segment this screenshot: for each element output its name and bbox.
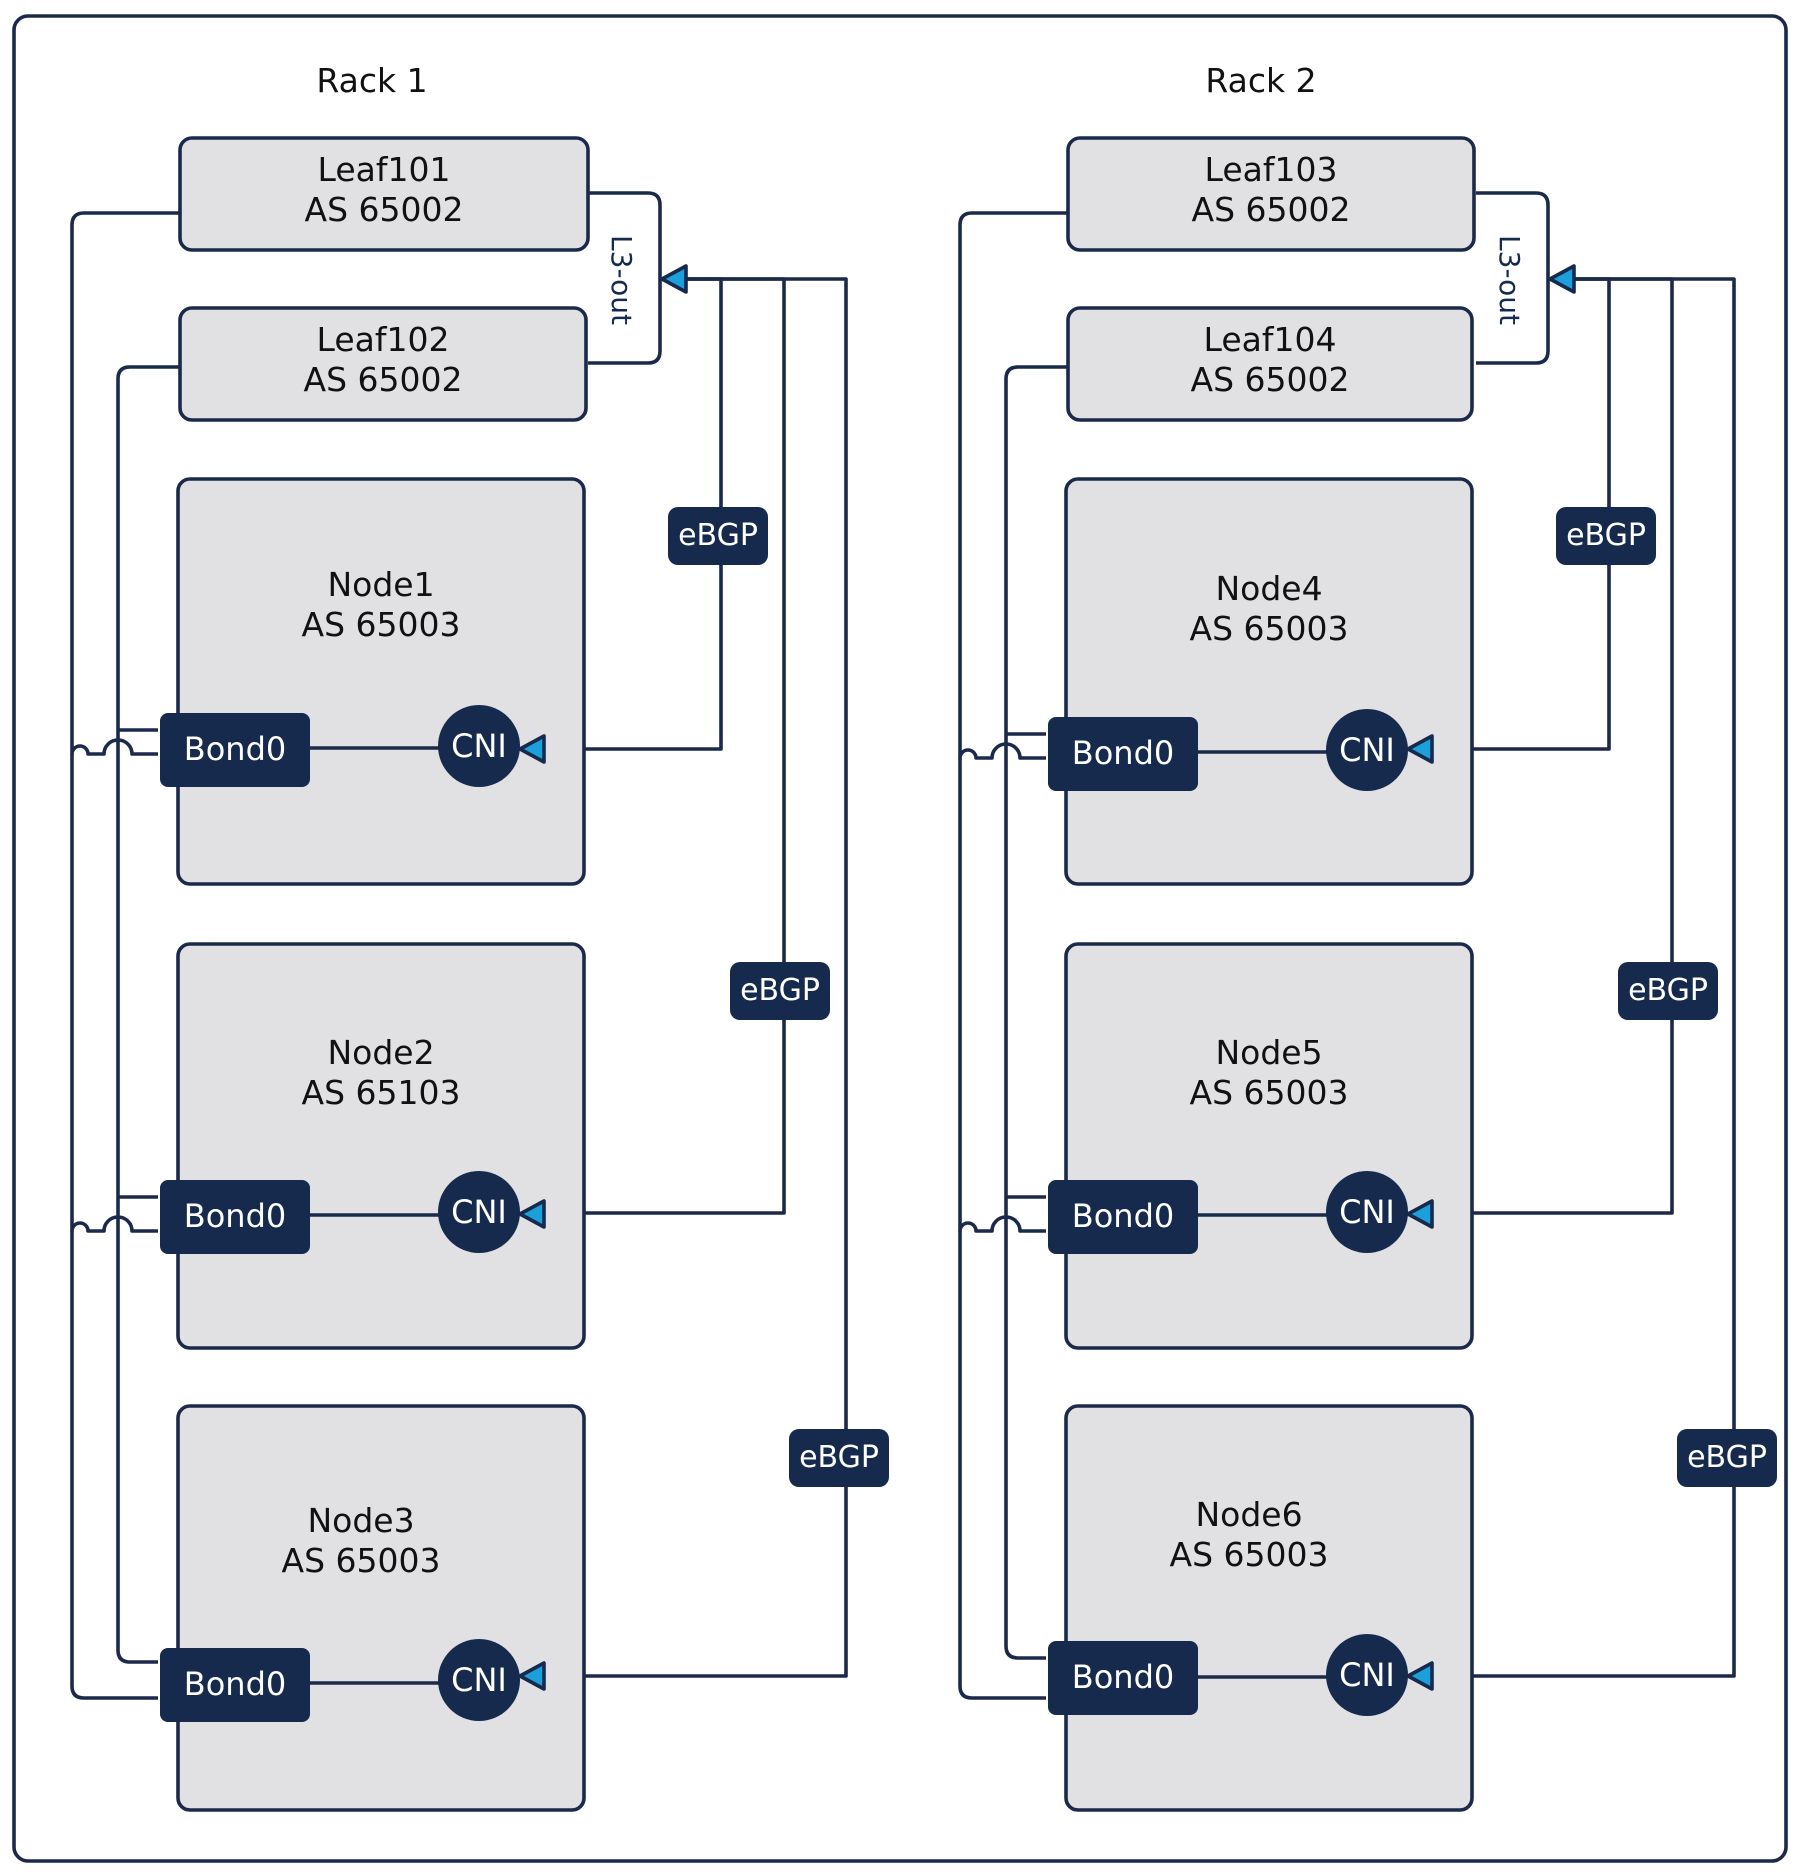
cni-label: CNI	[451, 1661, 507, 1699]
leaf-103: Leaf103 AS 65002	[1066, 136, 1476, 252]
node-name: Node4	[1215, 569, 1322, 608]
leaf103-node5-link	[958, 758, 1046, 1233]
bond0-node4: Bond0	[1048, 717, 1198, 791]
rack-title: Rack 2	[1205, 61, 1316, 100]
bond0-node5: Bond0	[1048, 1180, 1198, 1254]
arrow-icon	[518, 734, 546, 764]
leaf-name: Leaf103	[1205, 150, 1338, 189]
leaf-as: AS 65002	[304, 360, 463, 399]
cni-label: CNI	[451, 727, 507, 765]
cni-node1: CNI	[438, 705, 520, 787]
ebgp-label: eBGP	[1628, 973, 1708, 1008]
node-5: Node5 AS 65003	[1064, 942, 1474, 1350]
ebgp-badge-node5: eBGP	[1618, 962, 1718, 1020]
node-as: AS 65103	[302, 1073, 461, 1112]
cni-node6: CNI	[1326, 1634, 1408, 1716]
node-name: Node1	[327, 565, 434, 604]
bond-label: Bond0	[1072, 1658, 1174, 1696]
node-2: Node2 AS 65103	[176, 942, 586, 1350]
arrow-icon	[1548, 264, 1576, 294]
node-name: Node6	[1195, 1495, 1302, 1534]
arrow-icon	[1406, 1661, 1434, 1691]
ebgp-badge-node2: eBGP	[730, 962, 830, 1020]
node-as: AS 65003	[1190, 609, 1349, 648]
leaf-as: AS 65002	[1192, 190, 1351, 229]
ebgp-badge-node3: eBGP	[789, 1429, 889, 1487]
ebgp-line-node5	[1430, 277, 1674, 1215]
bond-label: Bond0	[184, 1665, 286, 1703]
arrow-icon	[1406, 734, 1434, 764]
node-3: Node3 AS 65003	[176, 1404, 586, 1812]
bond-label: Bond0	[184, 730, 286, 768]
cni-label: CNI	[451, 1193, 507, 1231]
leaf-104: Leaf104 AS 65002	[1066, 306, 1474, 422]
arrow-icon	[518, 1661, 546, 1691]
leaf-102: Leaf102 AS 65002	[178, 306, 588, 422]
ebgp-label: eBGP	[740, 973, 820, 1008]
cni-label: CNI	[1339, 731, 1395, 769]
leaf-101: Leaf101 AS 65002	[178, 136, 590, 252]
l3out-bracket	[1476, 191, 1550, 365]
l3out-label: L3-out	[605, 235, 638, 325]
leaf-name: Leaf104	[1204, 320, 1337, 359]
ebgp-badge-node1: eBGP	[668, 507, 768, 565]
leaf101-node2-link	[70, 754, 158, 1233]
bond-label: Bond0	[184, 1197, 286, 1235]
ebgp-label: eBGP	[678, 518, 758, 553]
ebgp-label: eBGP	[1566, 518, 1646, 553]
arrow-icon	[660, 264, 688, 294]
bond0-node6: Bond0	[1048, 1641, 1198, 1715]
rack-title: Rack 1	[316, 61, 427, 100]
cni-label: CNI	[1339, 1193, 1395, 1231]
cni-node3: CNI	[438, 1639, 520, 1721]
leaf-as: AS 65002	[305, 190, 464, 229]
leaf-as: AS 65002	[1191, 360, 1350, 399]
bond0-node1: Bond0	[160, 713, 310, 787]
rack-2: Rack 2 Leaf103 AS 65002 Leaf104 AS 65002…	[958, 61, 1777, 1812]
node-as: AS 65003	[302, 605, 461, 644]
leaf104-backbone-link	[1004, 365, 1068, 1660]
l3out-bracket	[588, 191, 662, 365]
node-name: Node2	[327, 1033, 434, 1072]
ebgp-badge-node6: eBGP	[1677, 1429, 1777, 1487]
ebgp-badge-node4: eBGP	[1556, 507, 1656, 565]
node-6: Node6 AS 65003	[1064, 1404, 1474, 1812]
node-name: Node5	[1215, 1033, 1322, 1072]
arrow-icon	[1406, 1199, 1434, 1229]
ebgp-line-node2	[542, 277, 786, 1215]
bond0-node2: Bond0	[160, 1180, 310, 1254]
node-as: AS 65003	[1190, 1073, 1349, 1112]
leaf102-backbone-link	[116, 365, 180, 1664]
cni-node4: CNI	[1326, 709, 1408, 791]
node-4: Node4 AS 65003	[1064, 477, 1474, 886]
rack-1: Rack 1 Leaf101 AS 65002 Leaf102	[70, 61, 889, 1812]
cni-node5: CNI	[1326, 1171, 1408, 1253]
leaf-name: Leaf101	[318, 150, 451, 189]
leaf101-node3-link	[70, 1231, 158, 1700]
node-1: Node1 AS 65003	[176, 477, 586, 886]
node-as: AS 65003	[282, 1541, 441, 1580]
node-name: Node3	[307, 1501, 414, 1540]
cni-node2: CNI	[438, 1171, 520, 1253]
leaf103-node6-link	[958, 1231, 1046, 1700]
ebgp-label: eBGP	[799, 1440, 879, 1475]
cni-label: CNI	[1339, 1656, 1395, 1694]
leaf101-node1-link	[70, 211, 180, 756]
arrow-icon	[518, 1199, 546, 1229]
ebgp-label: eBGP	[1687, 1440, 1767, 1475]
bond0-node3: Bond0	[160, 1648, 310, 1722]
leaf103-node4-link	[958, 211, 1068, 760]
bond-label: Bond0	[1072, 734, 1174, 772]
rack-1-wiring	[70, 191, 848, 1700]
bond-label: Bond0	[1072, 1197, 1174, 1235]
node-as: AS 65003	[1170, 1535, 1329, 1574]
leaf-name: Leaf102	[317, 320, 450, 359]
l3out-label: L3-out	[1493, 235, 1526, 325]
